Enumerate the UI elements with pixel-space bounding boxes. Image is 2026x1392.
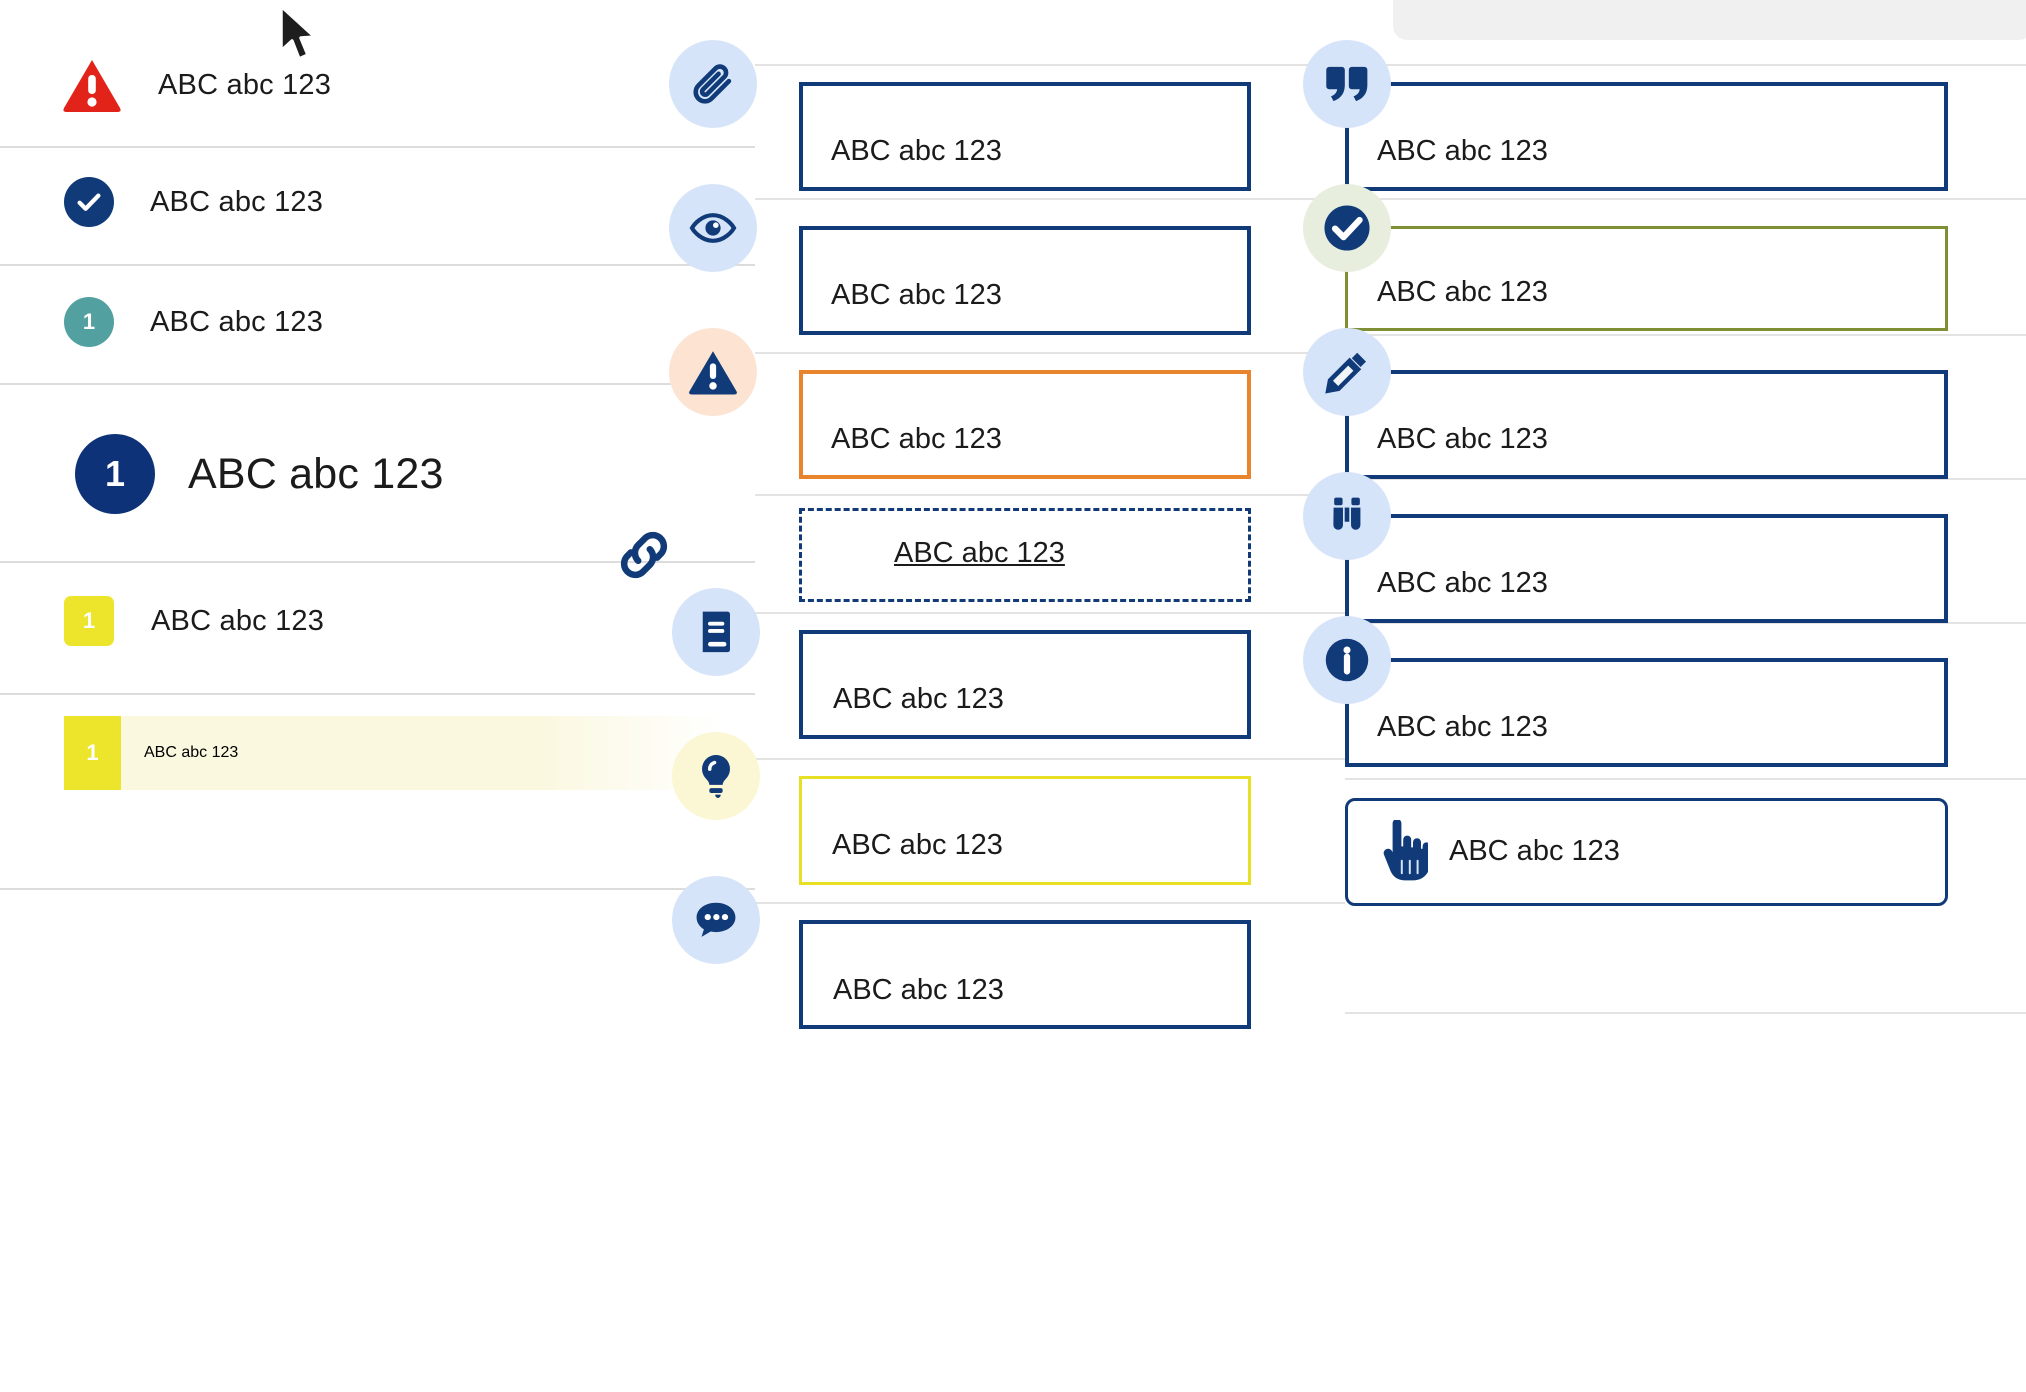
number-badge-icon: 1 [64, 596, 114, 646]
warning-triangle-icon [62, 58, 122, 112]
book-icon [672, 588, 760, 676]
list-item-error[interactable]: ABC abc 123 [0, 55, 755, 115]
list-item-label: ABC abc 123 [150, 305, 324, 338]
card-attachment[interactable]: ABC abc 123 [799, 82, 1251, 191]
card-label: ABC abc 123 [831, 135, 1002, 167]
list-item-label: ABC abc 123 [150, 185, 324, 218]
binoculars-icon [1303, 472, 1391, 560]
top-panel-edge [1393, 0, 2026, 40]
list-item-success[interactable]: ABC abc 123 [0, 177, 755, 227]
card-explore[interactable]: ABC abc 123 [1345, 514, 1948, 623]
card-label: ABC abc 123 [833, 683, 1004, 715]
card-divider [1345, 1012, 2026, 1014]
card-label: ABC abc 123 [1377, 135, 1548, 167]
paperclip-icon [669, 40, 757, 128]
card-info[interactable]: ABC abc 123 [1345, 658, 1948, 767]
list-divider [0, 146, 755, 148]
list-divider [0, 264, 755, 266]
left-list-column: ABC abc 123 ABC abc 123 1 ABC abc 123 1 … [0, 0, 755, 1392]
card-divider [755, 758, 1345, 760]
card-comment[interactable]: ABC abc 123 [799, 920, 1251, 1029]
number-badge-icon: 1 [64, 297, 114, 347]
card-visibility[interactable]: ABC abc 123 [799, 226, 1251, 335]
card-label: ABC abc 123 [1449, 835, 1620, 867]
card-divider [755, 352, 1345, 354]
card-tip[interactable]: ABC abc 123 [799, 776, 1251, 885]
card-divider [1345, 64, 2026, 66]
right-card-column: ABC abc 123 ABC abc 123 ABC abc 123 [1303, 0, 2026, 1392]
list-item-label: ABC abc 123 [144, 744, 239, 761]
list-item-label: ABC abc 123 [158, 68, 332, 101]
card-divider [755, 494, 1345, 496]
lightbulb-icon [672, 732, 760, 820]
list-item-highlighted[interactable]: 1 ABC abc 123 [64, 716, 724, 790]
speech-bubble-icon [672, 876, 760, 964]
card-label: ABC abc 123 [832, 829, 1003, 861]
list-item-large-number[interactable]: 1 ABC abc 123 [0, 434, 755, 514]
card-confirmed[interactable]: ABC abc 123 [1345, 226, 1948, 331]
middle-card-column: ABC abc 123 ABC abc 123 ABC abc 123 [620, 0, 1345, 1392]
card-label: ABC abc 123 [1377, 711, 1548, 743]
list-item-yellow-number[interactable]: 1 ABC abc 123 [0, 596, 755, 646]
warning-triangle-icon [669, 328, 757, 416]
card-link[interactable]: ABC abc 123 [799, 508, 1251, 602]
number-badge-icon: 1 [75, 434, 155, 514]
check-circle-icon [1303, 184, 1391, 272]
card-divider [755, 64, 1345, 66]
card-label: ABC abc 123 [1377, 423, 1548, 455]
info-circle-icon [1303, 616, 1391, 704]
card-divider [755, 612, 1345, 614]
card-link-label[interactable]: ABC abc 123 [894, 537, 1065, 569]
pencil-icon [1303, 328, 1391, 416]
card-warning[interactable]: ABC abc 123 [799, 370, 1251, 479]
card-divider [1345, 478, 2026, 480]
list-divider [0, 561, 755, 563]
card-edit[interactable]: ABC abc 123 [1345, 370, 1948, 479]
number-badge-icon: 1 [64, 716, 121, 790]
card-label: ABC abc 123 [833, 974, 1004, 1006]
card-divider [1345, 778, 2026, 780]
pointing-hand-icon [1374, 820, 1428, 884]
card-label: ABC abc 123 [1377, 567, 1548, 599]
list-divider [0, 693, 755, 695]
list-item-teal-number[interactable]: 1 ABC abc 123 [0, 297, 755, 347]
eye-icon [669, 184, 757, 272]
card-divider [1345, 334, 2026, 336]
card-label: ABC abc 123 [1377, 276, 1548, 308]
list-divider [0, 888, 755, 890]
card-divider [755, 198, 1345, 200]
card-divider [1345, 198, 2026, 200]
list-item-label: ABC abc 123 [151, 604, 325, 637]
card-divider [1345, 622, 2026, 624]
check-circle-icon [64, 177, 114, 227]
card-divider [755, 902, 1345, 904]
list-divider [0, 383, 755, 385]
chain-link-icon [615, 526, 673, 584]
card-label: ABC abc 123 [831, 279, 1002, 311]
card-label: ABC abc 123 [831, 423, 1002, 455]
card-quote[interactable]: ABC abc 123 [1345, 82, 1948, 191]
quotation-mark-icon [1303, 40, 1391, 128]
card-reading[interactable]: ABC abc 123 [799, 630, 1251, 739]
mouse-pointer-icon [277, 4, 319, 64]
list-item-label: ABC abc 123 [188, 449, 444, 498]
card-action[interactable]: ABC abc 123 [1345, 798, 1948, 906]
